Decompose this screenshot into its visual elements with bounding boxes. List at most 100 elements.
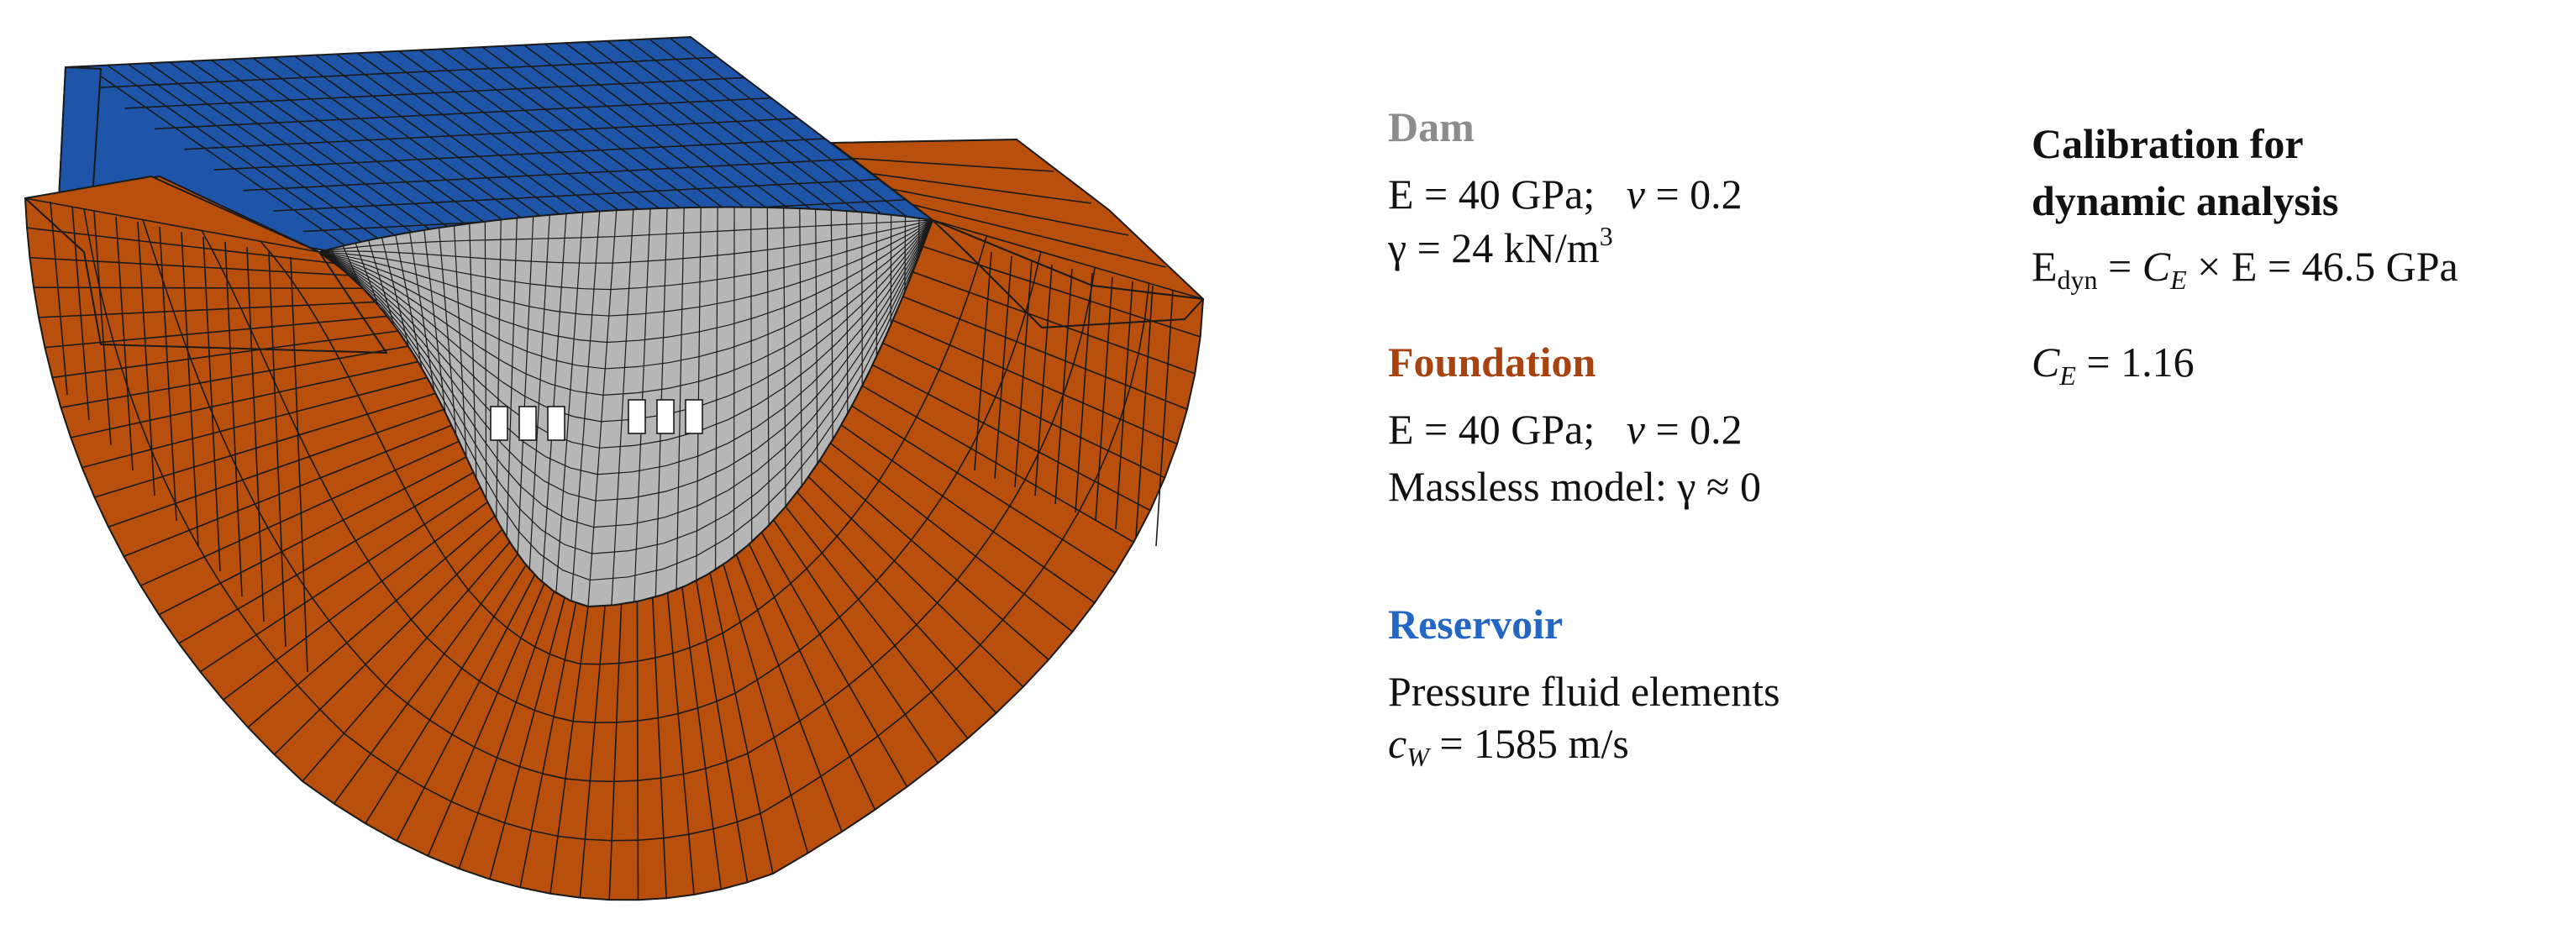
foundation-ring-line — [1033, 251, 1042, 283]
foundation-radial-line — [796, 491, 997, 714]
dam-band-line — [628, 568, 664, 578]
foundation-ring-line — [799, 702, 826, 722]
dam-title: Dam — [1388, 103, 1475, 150]
dam-band-line — [668, 381, 699, 389]
dam-band-line — [612, 260, 643, 264]
reservoir-grid-line — [356, 52, 613, 238]
dam-band-line — [663, 555, 697, 570]
foundation-ring-line — [737, 812, 761, 823]
dam-band-line — [504, 300, 529, 307]
dam-band-line — [639, 310, 670, 315]
dam-band-line — [503, 320, 528, 330]
dam-band-line — [375, 287, 401, 311]
foundation-ring-line — [87, 234, 95, 262]
dam-band-line — [783, 243, 811, 249]
dam-column-line — [783, 207, 786, 507]
foundation-radial-line — [840, 424, 1096, 604]
foundation-ring-line — [942, 472, 958, 496]
dam-band-line — [481, 329, 504, 343]
reservoir-grid-line — [669, 37, 913, 222]
reservoir-grid-line — [586, 41, 833, 226]
foundation-ring-line — [255, 634, 277, 661]
dam-band-line — [639, 336, 670, 341]
foundation-ring-line — [181, 334, 192, 360]
dam-band-line — [784, 296, 812, 308]
dam-band-line — [367, 265, 392, 275]
foundation-ring-line — [565, 659, 581, 665]
dam-band-line — [455, 255, 481, 259]
dam-band-line — [460, 348, 482, 367]
dam-band-line — [362, 250, 386, 253]
foundation-wall-line — [1034, 264, 1053, 496]
foundation-ring-line — [1009, 479, 1026, 507]
foundation-radial-line — [60, 345, 409, 408]
foundation-ring-line — [211, 249, 223, 269]
dam-band-line — [373, 283, 398, 303]
dam-band-line — [642, 259, 672, 262]
dam-band-line — [444, 381, 465, 412]
foundation-radial-line — [579, 606, 606, 898]
dam-band-line — [811, 297, 838, 315]
foundation-ring-line — [774, 582, 791, 598]
reservoir-grid-line — [377, 51, 633, 237]
dam-band-line — [728, 470, 758, 491]
foundation-ring-line — [346, 642, 366, 665]
dam-band-line — [406, 241, 431, 244]
dam-band-line — [697, 490, 728, 507]
foundation-ring-line — [497, 691, 517, 703]
dam-band-line — [401, 317, 424, 344]
dam-column-line — [904, 216, 907, 292]
dam-column-line — [766, 207, 770, 526]
foundation-ring-line — [975, 531, 994, 557]
foundation-ring-line — [328, 339, 340, 360]
foundation-ring-line — [381, 580, 397, 601]
dam-band-line — [411, 272, 435, 281]
foundation-radial-line — [892, 319, 1178, 445]
foundation-ring-line — [820, 755, 850, 777]
foundation-ring-line — [267, 528, 283, 553]
foundation-ring-line — [444, 653, 463, 670]
foundation-radial-line — [519, 602, 577, 888]
foundation-radial-line — [458, 591, 555, 869]
dam-band-line — [698, 395, 729, 407]
reservoir-grid-line — [231, 58, 493, 244]
foundation-ring-line — [858, 580, 878, 601]
dam-band-line — [628, 542, 665, 552]
foundation-ring-line — [342, 519, 356, 542]
dam-band-line — [785, 418, 812, 448]
dam-band-line — [640, 284, 671, 289]
dam-band-line — [756, 406, 786, 428]
foundation-ring-line — [1119, 386, 1132, 420]
foundation-wall-line — [224, 241, 243, 597]
foundation-ring-line — [616, 720, 638, 723]
dam-band-line — [528, 328, 554, 336]
dam-column-line — [714, 207, 718, 570]
foundation-ring-line — [956, 555, 976, 580]
dam-band-line — [419, 322, 442, 344]
foundation-radial-line — [861, 385, 1134, 544]
foundation-ring-line — [461, 667, 481, 682]
foundation-ring-line — [298, 434, 311, 457]
foundation-ring-line — [930, 668, 957, 693]
calibration-title-line2: dynamic analysis — [2032, 177, 2339, 224]
dam-band-line — [577, 365, 606, 370]
reservoir-grid-line — [419, 49, 674, 235]
dam-band-line — [810, 224, 837, 228]
dam-band-line — [439, 330, 461, 349]
foundation-ring-line — [376, 432, 387, 452]
dam-band-line — [388, 265, 413, 274]
foundation-radial-line — [223, 501, 488, 701]
foundation-ring-line — [663, 833, 689, 839]
dam-band-line — [407, 252, 432, 255]
dam-band-line — [573, 416, 602, 423]
dam-band-line — [811, 386, 839, 420]
foundation-slab-line — [851, 157, 1054, 172]
dam-band-line — [756, 286, 785, 296]
dam-band-line — [571, 441, 600, 449]
foundation-ring-line — [120, 368, 131, 396]
dam-band-line — [665, 455, 698, 467]
dam-band-line — [697, 443, 728, 457]
reservoir-grid-line — [273, 178, 880, 212]
dam-band-line — [431, 254, 456, 257]
foundation-ring-line — [201, 230, 213, 249]
